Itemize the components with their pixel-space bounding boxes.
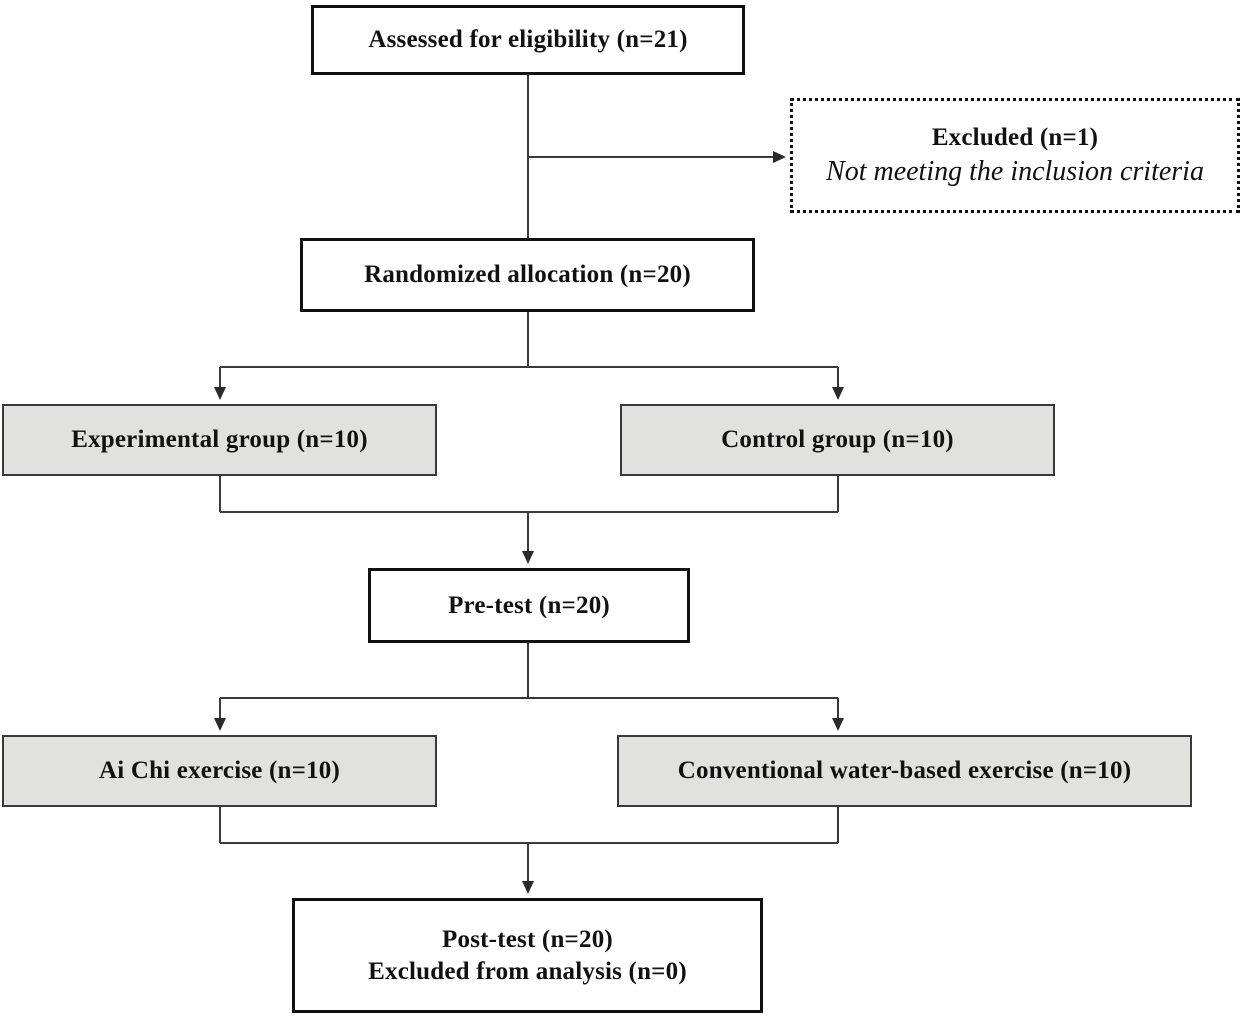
excluded-label: Excluded (n=1) [931,123,1099,151]
experimental-label: Experimental group (n=10) [71,426,368,453]
box-experimental-group: Experimental group (n=10) [2,404,437,476]
aichi-label: Ai Chi exercise (n=10) [98,757,341,784]
assessed-label: Assessed for eligibility (n=21) [368,26,688,53]
box-post-test: Post-test (n=20) Excluded from analysis … [292,898,763,1013]
excluded-reason-label: Not meeting the inclusion criteria [826,155,1204,187]
box-randomized-allocation: Randomized allocation (n=20) [300,238,755,312]
box-assessed-for-eligibility: Assessed for eligibility (n=21) [311,5,745,75]
posttest-excluded-label: Excluded from analysis (n=0) [368,957,687,985]
box-conventional-water-based-exercise: Conventional water-based exercise (n=10) [617,735,1192,807]
pretest-label: Pre-test (n=20) [448,591,610,619]
conventional-label: Conventional water-based exercise (n=10) [677,757,1132,784]
posttest-label: Post-test (n=20) [442,925,613,953]
randomized-label: Randomized allocation (n=20) [364,261,691,288]
box-pre-test: Pre-test (n=20) [368,568,690,643]
box-excluded: Excluded (n=1) Not meeting the inclusion… [790,98,1240,213]
control-label: Control group (n=10) [721,426,954,453]
box-control-group: Control group (n=10) [620,404,1055,476]
box-ai-chi-exercise: Ai Chi exercise (n=10) [2,735,437,807]
